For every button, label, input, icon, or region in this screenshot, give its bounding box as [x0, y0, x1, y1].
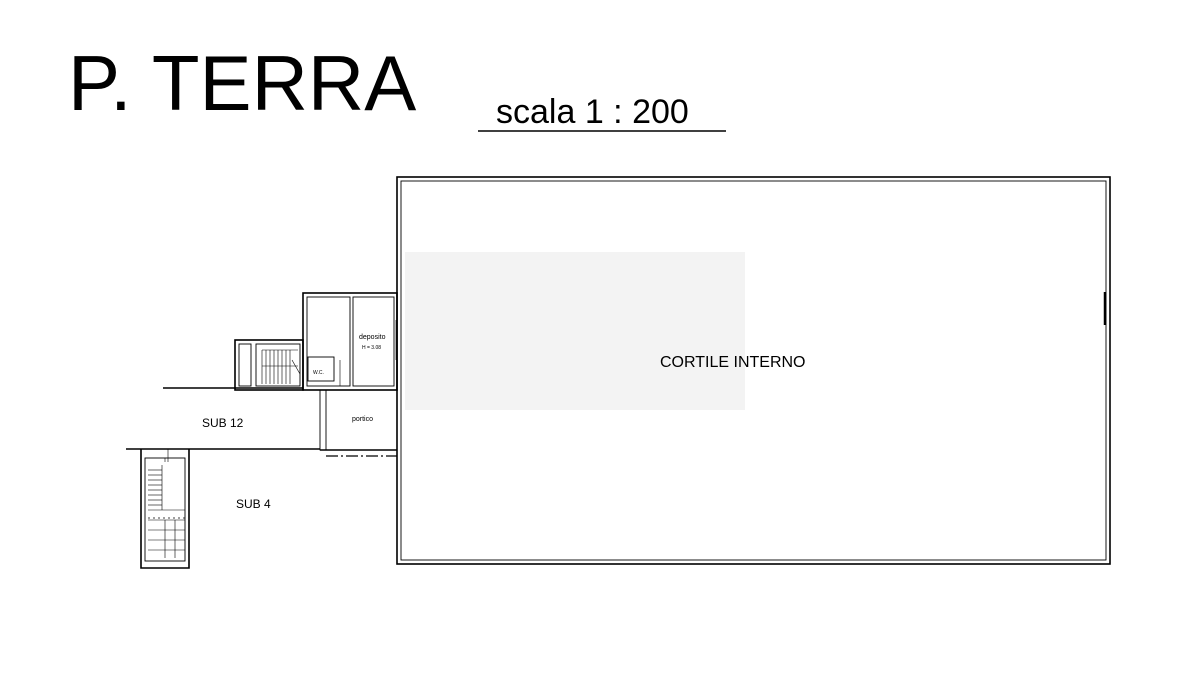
sub12-area — [126, 387, 320, 450]
label-deposito: deposito — [359, 334, 386, 341]
room-left — [306, 296, 351, 387]
room-wc — [307, 356, 335, 382]
courtyard-hatch — [405, 252, 745, 410]
plan-title: P. TERRA — [68, 39, 416, 127]
room-deposito — [352, 296, 395, 387]
courtyard-inner-wall — [400, 180, 1107, 561]
portico-pillar-left — [319, 389, 327, 451]
label-wc: W.C. — [313, 370, 324, 376]
label-sub-12: SUB 12 — [202, 416, 244, 430]
scale-label: scala 1 : 200 — [496, 93, 689, 131]
portico-area — [319, 389, 397, 457]
label-portico: portico — [352, 416, 373, 423]
label-deposito-height: H = 3.08 — [362, 345, 381, 351]
stair-block-outline — [234, 339, 304, 391]
sub4-block — [140, 449, 190, 569]
label-cortile-interno: CORTILE INTERNO — [660, 354, 806, 371]
stair-treads-upper — [261, 349, 301, 384]
label-sub-4: SUB 4 — [236, 497, 271, 511]
stair-treads-lower — [148, 465, 185, 558]
stair-block-upper — [234, 339, 304, 391]
sub4-block-outline — [140, 449, 190, 569]
courtyard — [396, 176, 1111, 565]
